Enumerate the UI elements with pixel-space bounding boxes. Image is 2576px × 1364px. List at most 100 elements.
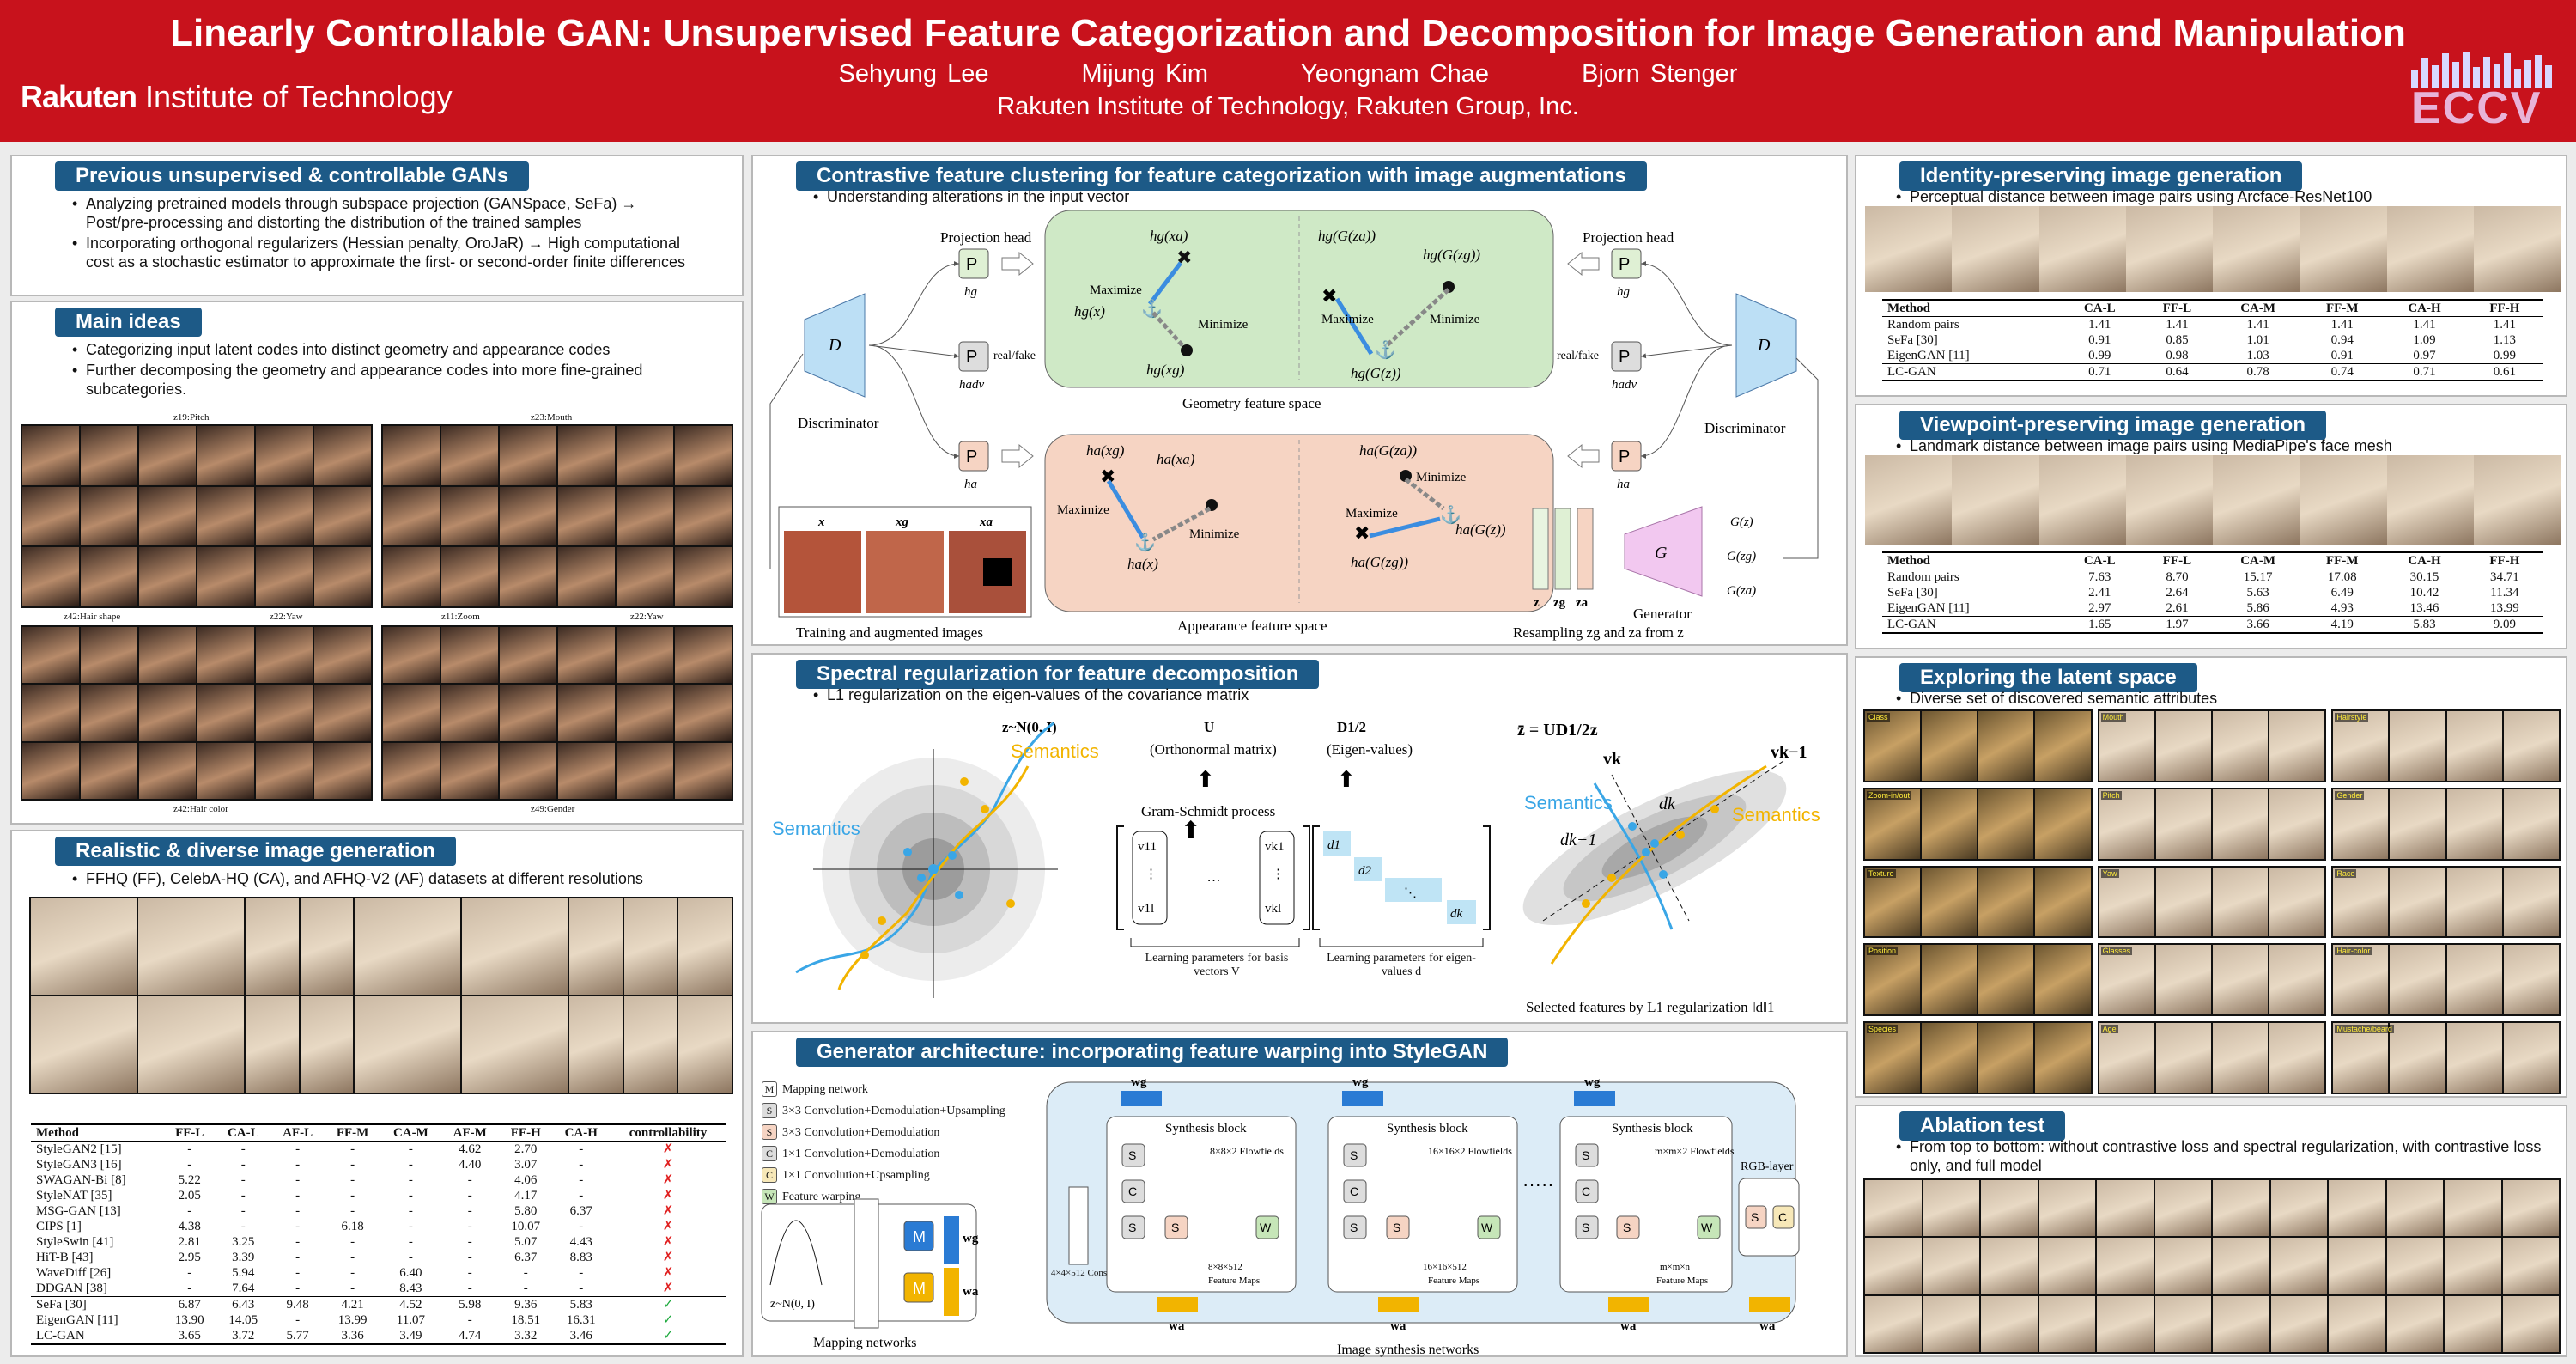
table-cell: StyleSwin [41]: [36, 1235, 114, 1249]
table-cell: 5.07: [514, 1235, 538, 1249]
table-cell: -: [240, 1189, 246, 1203]
svg-text:(Eigen-values): (Eigen-values): [1327, 741, 1413, 758]
panel-title: Viewpoint-preserving image generation: [1899, 411, 2326, 440]
svg-text:C: C: [1350, 1184, 1358, 1198]
svg-text:G(z): G(z): [1730, 515, 1753, 529]
svg-text:d1: d1: [1327, 838, 1340, 852]
column-header: CA-H: [2408, 301, 2441, 315]
attribute-cell: Mustache/beard: [2331, 1021, 2561, 1094]
table-cell: 2.81: [178, 1235, 201, 1249]
column-header: CA-H: [564, 1126, 598, 1140]
column-header: FF-M: [336, 1126, 369, 1140]
bullet-list: Landmark distance between image pairs us…: [1891, 436, 2543, 457]
table-cell: -: [408, 1173, 413, 1187]
panel-identity: Identity-preserving image generation Per…: [1855, 155, 2567, 397]
svg-text:m×m×n: m×m×n: [1660, 1262, 1691, 1272]
bullet-list: Diverse set of discovered semantic attri…: [1891, 689, 2543, 709]
column-header: FF-H: [2489, 301, 2520, 315]
table-cell: MSG-GAN [13]: [36, 1204, 121, 1218]
svg-text:✖: ✖: [1321, 285, 1337, 307]
table-cell: 1.13: [2493, 333, 2517, 347]
table-cell: ✗: [662, 1158, 674, 1172]
panel-title: Contrastive feature clustering for featu…: [796, 161, 1647, 191]
panel-title: Main ideas: [55, 308, 202, 337]
attribute-cell: Hairstyle: [2331, 709, 2561, 782]
table-cell: 0.74: [2330, 365, 2354, 379]
svg-text:Minimize: Minimize: [1430, 313, 1480, 326]
table-cell: -: [350, 1251, 355, 1264]
table-cell: 0.97: [2413, 349, 2436, 362]
svg-text:Feature Maps: Feature Maps: [1656, 1276, 1708, 1286]
table-cell: -: [579, 1158, 584, 1172]
svg-text:hg(G(zg)): hg(G(zg)): [1423, 247, 1480, 263]
svg-text:wg: wg: [963, 1232, 979, 1245]
table-cell: 2.64: [2166, 586, 2189, 600]
table-cell: 3.32: [514, 1329, 538, 1343]
table-cell: 1.41: [2246, 318, 2269, 332]
svg-text:S: S: [1128, 1148, 1136, 1162]
svg-text:vk: vk: [1603, 750, 1622, 769]
table-cell: -: [295, 1189, 301, 1203]
svg-text:hg(xa): hg(xa): [1150, 228, 1188, 244]
panel-generator: Generator architecture: incorporating fe…: [751, 1031, 1848, 1357]
bullet-list: Perceptual distance between image pairs …: [1891, 187, 2543, 208]
table-cell: -: [467, 1251, 472, 1264]
svg-text:ha(xg): ha(xg): [1086, 442, 1125, 459]
table-cell: -: [240, 1158, 246, 1172]
column-header: CA-L: [2083, 554, 2116, 568]
svg-text:ha: ha: [964, 478, 977, 491]
column-header: AF-M: [453, 1126, 487, 1140]
image-grid: [21, 625, 373, 801]
attribute-cell: Zoom-in/out: [1863, 787, 2093, 861]
table-cell: ✗: [662, 1282, 674, 1295]
table-cell: WaveDiff [26]: [36, 1266, 112, 1280]
geometry-space: [1044, 210, 1554, 388]
table-cell: 1.41: [2088, 318, 2111, 332]
svg-text:ha: ha: [1617, 478, 1630, 491]
table-cell: 0.61: [2493, 365, 2517, 379]
table-cell: 4.43: [569, 1235, 592, 1249]
table-cell: -: [350, 1189, 355, 1203]
svg-text:S: S: [1623, 1221, 1631, 1234]
svg-text:Synthesis block: Synthesis block: [1165, 1122, 1247, 1136]
panel-title: Previous unsupervised & controllable GAN…: [55, 161, 530, 191]
attribute-tag: Texture: [1867, 868, 1896, 878]
table-cell: 18.51: [511, 1313, 541, 1327]
table-cell: 4.62: [459, 1142, 482, 1156]
table-cell: -: [579, 1220, 584, 1233]
table-cell: -: [240, 1142, 246, 1156]
table-cell: ✓: [662, 1313, 674, 1327]
svg-text:S: S: [1350, 1148, 1358, 1162]
svg-text:Maximize: Maximize: [1057, 503, 1109, 517]
table-cell: ✗: [662, 1235, 674, 1249]
table-cell: EigenGAN [11]: [1887, 349, 1970, 362]
attribute-cell: Pitch: [2097, 787, 2327, 861]
table-cell: 15.17: [2243, 570, 2273, 584]
table-cell: 5.94: [232, 1266, 255, 1280]
svg-text:Gram-Schmidt process: Gram-Schmidt process: [1141, 803, 1275, 819]
panel-title: Generator architecture: incorporating fe…: [796, 1038, 1509, 1067]
svg-text:W: W: [1481, 1221, 1493, 1234]
table-cell: 4.52: [399, 1298, 422, 1312]
svg-text:⚓: ⚓: [1141, 298, 1163, 319]
column-header: CA-M: [392, 1126, 428, 1140]
svg-text:C: C: [1128, 1184, 1137, 1198]
svg-text:Semantics: Semantics: [1524, 792, 1613, 813]
author-1: Sehyung Lee: [838, 60, 989, 88]
table-cell: 6.18: [341, 1220, 364, 1233]
column-header: Method: [1887, 554, 1930, 568]
table-cell: 9.36: [514, 1298, 538, 1312]
bullet-list: L1 regularization on the eigen-values of…: [808, 685, 1581, 706]
table-cell: -: [187, 1158, 192, 1172]
table-cell: -: [467, 1173, 472, 1187]
table-cell: 8.83: [569, 1251, 592, 1264]
